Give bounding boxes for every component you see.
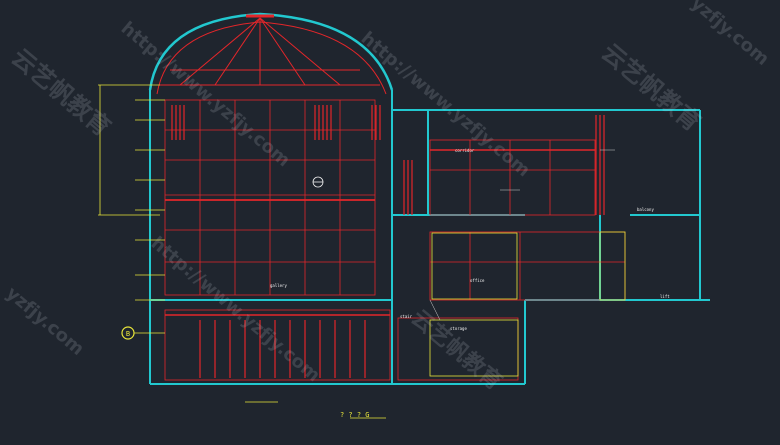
section-title: ? ? ? G — [340, 411, 370, 419]
grid-bubble-label: B — [126, 330, 130, 338]
section-hatch-bands — [171, 105, 605, 378]
dome — [148, 12, 394, 95]
room-label: balcony — [637, 207, 654, 212]
watermark-text: 云艺帆教育 — [596, 38, 706, 137]
section-grid — [164, 99, 626, 381]
room-label: corridor — [455, 148, 475, 153]
watermarks: 云艺帆教育 云艺帆教育 云艺帆教育 http://www.yzfjy.com h… — [2, 0, 773, 395]
room-label: office — [470, 278, 485, 283]
room-label: lift — [660, 294, 670, 299]
room-labels: gallery corridor balcony office storage … — [270, 148, 670, 331]
watermark-text: http://www.yzfjy.com — [117, 18, 294, 171]
watermark-text: yzfjy.com — [2, 283, 88, 360]
room-label: stair — [400, 314, 413, 319]
room-label: storage — [450, 326, 467, 331]
dimension-lines — [98, 84, 626, 419]
watermark-text: http://www.yzfjy.com — [147, 233, 324, 386]
annotation-leaders — [429, 149, 615, 321]
watermark-text: 云艺帆教育 — [6, 43, 116, 142]
watermark-text: yzfjy.com — [687, 0, 773, 70]
grid-bubble: B — [121, 326, 165, 340]
watermark-text: http://www.yzfjy.com — [357, 28, 534, 181]
section-symbol — [312, 176, 324, 188]
room-label: gallery — [270, 283, 287, 288]
